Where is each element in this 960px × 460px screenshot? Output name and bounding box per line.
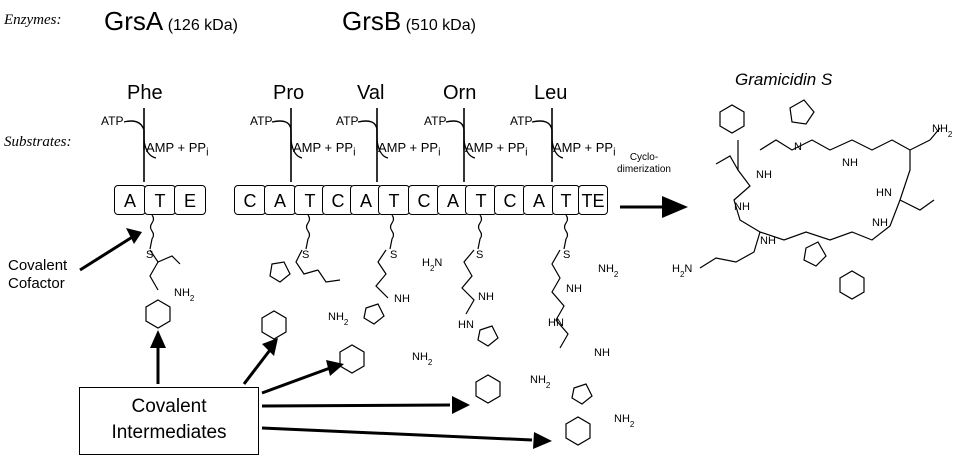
atp-label-5: ATP (510, 114, 533, 128)
release-arrows (143, 139, 564, 159)
vertical-substrate-lines (143, 108, 553, 182)
cofactor-arrow (79, 234, 135, 272)
chem-nh-gs1: NH (734, 201, 750, 213)
aa-pro: Pro (273, 82, 305, 104)
atp-arrow-1 (123, 120, 145, 150)
enzymes-label: Enzymes: (4, 12, 62, 28)
grsb-domain-c2: C (322, 185, 354, 215)
grsb-domain-a2: A (350, 185, 382, 215)
grsa-domain-t: T (144, 185, 176, 215)
grsb-domain-t3: T (465, 185, 497, 215)
tethers (149, 214, 569, 250)
amp-label-4: AMP + PPi (465, 140, 528, 159)
amp-label-1: AMP + PPi (146, 140, 209, 159)
chem-nh-gs3: NH (842, 157, 858, 169)
grsb-name: GrsB (342, 6, 402, 36)
chem-hn-5: HN (548, 317, 564, 329)
grsa-kda: (126 kDa) (167, 17, 238, 34)
aa-phe: Phe (127, 82, 163, 104)
chem-nh-5b: NH (594, 347, 610, 359)
chem-s-4: S (476, 249, 483, 261)
grsa-title: GrsA (126 kDa) (104, 6, 238, 37)
grsb-kda: (510 kDa) (405, 17, 476, 34)
product-title: Gramicidin S (735, 70, 833, 89)
aa-val: Val (357, 82, 385, 104)
atp-label-4: ATP (424, 114, 447, 128)
atp-arrow-4 (445, 120, 465, 150)
aa-orn: Orn (443, 82, 477, 104)
gramicidin-structure (699, 99, 941, 300)
grsb-domain-a3: A (437, 185, 469, 215)
chem-nh-3: NH (394, 293, 410, 305)
grsa-domain-e: E (174, 185, 206, 215)
chem-nh-gs4: NH (760, 235, 776, 247)
chem-nh-gs5: NH (872, 217, 888, 229)
chem-s-1: S (146, 249, 153, 261)
grsb-domain-a4: A (523, 185, 555, 215)
chem-h2n-4: H2N (422, 257, 442, 273)
atp-label-2: ATP (250, 114, 273, 128)
chem-nh2-5b: NH2 (614, 413, 635, 429)
grsb-domain-c1: C (234, 185, 266, 215)
aa-leu: Leu (534, 82, 568, 104)
chem-nh2-1: NH2 (174, 287, 195, 303)
chem-nh2-gs1: NH2 (932, 123, 953, 139)
amp-label-5: AMP + PPi (553, 140, 616, 159)
cyclo-label: Cyclo-dimerization (617, 152, 671, 175)
grsa-name: GrsA (104, 6, 164, 36)
intermediate-arrowheads (150, 330, 552, 449)
chem-hn-4: HN (458, 319, 474, 331)
chem-nh-4: NH (478, 291, 494, 303)
chem-nh2-4: NH2 (530, 374, 551, 390)
amp-label-3: AMP + PPi (378, 140, 441, 159)
atp-arrow-3 (357, 120, 378, 150)
chem-nh2-3: NH2 (412, 351, 433, 367)
chem-s-3: S (390, 249, 397, 261)
atp-arrow-2 (271, 120, 292, 150)
grsa-domain-a: A (114, 185, 146, 215)
chem-n-gs: N (794, 141, 802, 153)
grsb-domain-t1: T (294, 185, 326, 215)
chem-nh-5: NH (566, 283, 582, 295)
chem-s-5: S (563, 249, 570, 261)
chem-h2n-gs: H2N (672, 263, 692, 279)
atp-arrows (123, 120, 553, 150)
substrates-label: Substrates: (4, 134, 72, 150)
grsb-domain-c3: C (408, 185, 440, 215)
intermediate-structures (145, 249, 593, 446)
chem-nh2-5a: NH2 (598, 263, 619, 279)
atp-label-1: ATP (101, 114, 124, 128)
amp-label-2: AMP + PPi (293, 140, 356, 159)
grsb-domain-te: TE (578, 185, 608, 215)
chem-nh-gs2: NH (756, 169, 772, 181)
chem-labels: S NH2 S NH2 S NH NH2 H2N S NH HN NH2 S N… (146, 123, 953, 429)
chem-s-2: S (302, 249, 309, 261)
atp-arrow-5 (531, 120, 553, 150)
chem-hn-gs: HN (876, 187, 892, 199)
grsb-title: GrsB (510 kDa) (342, 6, 476, 37)
intermediate-arrows (156, 346, 533, 442)
atp-label-3: ATP (336, 114, 359, 128)
grsb-domain-t4: T (552, 185, 580, 215)
chem-nh2-2: NH2 (328, 311, 349, 327)
